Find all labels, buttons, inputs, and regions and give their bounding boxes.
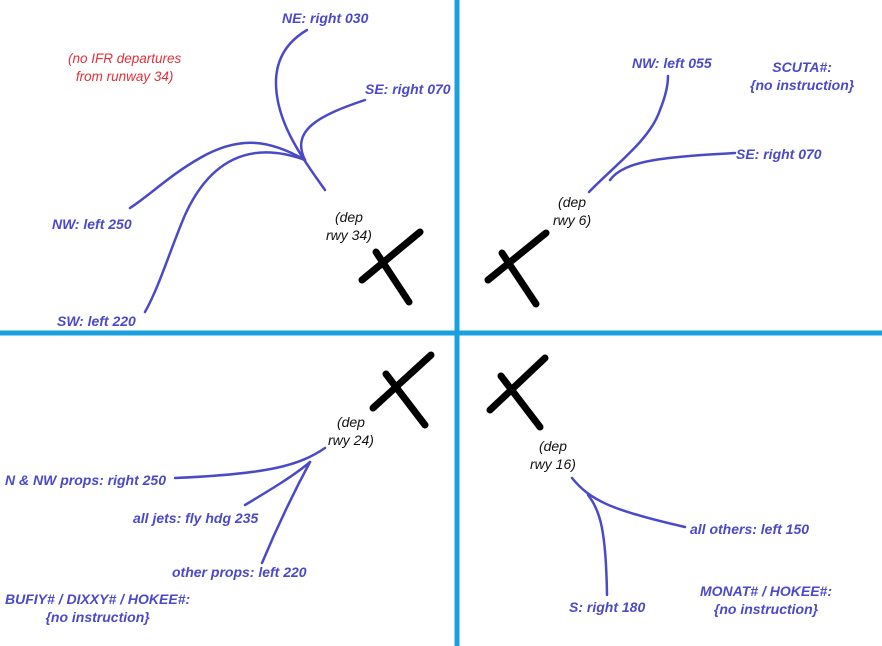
route-tl-se — [299, 98, 367, 162]
route-bl-other-props — [260, 460, 312, 565]
label-tl-nw: NW: left 250 — [52, 216, 132, 232]
runway-cross-16 — [486, 354, 549, 431]
label-bl-n-nw-props: N & NW props: right 250 — [5, 472, 167, 488]
label-tl-se: SE: right 070 — [365, 81, 451, 97]
route-tr-se — [608, 151, 737, 182]
route-tl-nw — [128, 141, 307, 210]
runway-label-16: (dep rwy 16) — [530, 438, 576, 472]
route-br-s — [586, 493, 609, 597]
runway-label-34: (dep rwy 34) — [326, 209, 372, 243]
runway-label-6: (dep rwy 6) — [553, 194, 592, 228]
note-no-ifr-34: (no IFR departures from runway 34) — [68, 51, 182, 84]
runway-cross-6 — [484, 229, 550, 308]
fix-note-scuta: SCUTA#: {no instruction} — [750, 59, 855, 93]
route-tr-nw — [587, 74, 670, 194]
label-bl-jets: all jets: fly hdg 235 — [133, 510, 259, 526]
label-tl-sw: SW: left 220 — [57, 313, 136, 329]
route-br-all-others — [570, 476, 687, 529]
runway-label-24: (dep rwy 24) — [328, 414, 374, 448]
runway-cross-34 — [358, 228, 424, 306]
fix-note-monat-hokee: MONAT# / HOKEE#: {no instruction} — [700, 583, 832, 617]
label-tr-se: SE: right 070 — [736, 146, 822, 162]
label-bl-other-props: other props: left 220 — [172, 564, 307, 580]
label-tl-ne: NE: right 030 — [282, 10, 369, 26]
route-bl-jets — [243, 460, 312, 507]
label-tr-nw: NW: left 055 — [632, 55, 712, 71]
label-br-all-others: all others: left 150 — [690, 521, 810, 537]
runway-cross-24 — [369, 351, 435, 429]
route-tl-ne — [274, 28, 327, 192]
route-tl-sw — [143, 151, 307, 314]
fix-note-bufiy-dixxy-hokee: BUFIY# / DIXXY# / HOKEE#: {no instructio… — [5, 591, 191, 625]
label-br-s: S: right 180 — [569, 599, 646, 615]
route-bl-n-nw-props — [173, 446, 327, 480]
